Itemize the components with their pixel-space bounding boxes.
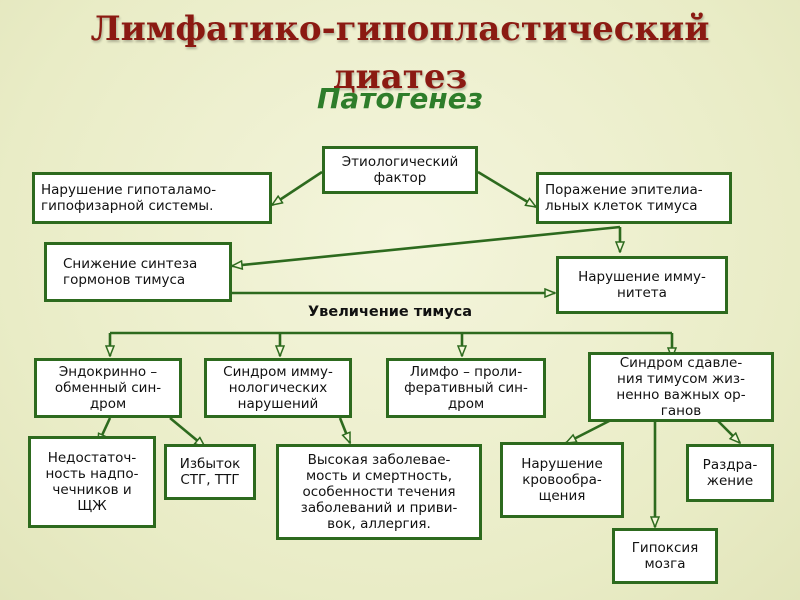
arrow-immunological-to-morbidity	[338, 417, 352, 443]
node-excess: Избыток СТГ, ТТГ	[164, 444, 256, 500]
node-immunity: Нарушение имму- нитета	[556, 256, 728, 314]
title-line-2: диатез	[332, 57, 468, 97]
page-subtitle: Патогенез	[316, 82, 484, 115]
node-epithelial: Поражение эпителиа- льных клеток тимуса	[536, 172, 732, 224]
arrow-compression-to-irritation	[714, 417, 740, 443]
node-morbidity: Высокая заболевае- мость и смертность, о…	[276, 444, 482, 540]
node-immunological: Синдром имму- нологических нарушений	[204, 358, 352, 418]
title-line-1: Лимфатико-гипопластический	[90, 9, 710, 49]
node-endocrine: Эндокринно – обменный син- дром	[34, 358, 182, 418]
label-thymus-enlargement: Увеличение тимуса	[308, 304, 473, 320]
node-hypothalamic: Нарушение гипоталамо- гипофизарной систе…	[32, 172, 272, 224]
node-irritation: Раздра- жение	[686, 444, 774, 502]
arrow-epithelial-to-hormone	[232, 225, 621, 266]
arrow-endocrine-to-excess	[169, 416, 205, 447]
node-circulation: Нарушение кровообра- щения	[500, 442, 624, 518]
arrow-etiology-to-epithelial	[477, 170, 536, 209]
node-compression: Синдром сдавле- ния тимусом жиз- ненно в…	[588, 352, 774, 422]
node-adrenal: Недостаточ- ность надпо- чечников и ЩЖ	[28, 436, 156, 528]
node-lymphoproliferative: Лимфо – проли- феративный син- дром	[386, 358, 546, 418]
node-etiology: Этиологический фактор	[322, 146, 478, 194]
arrow-etiology-to-hypothalamic	[272, 170, 323, 205]
node-hypoxia: Гипоксия мозга	[612, 528, 718, 584]
node-hormone: Снижение синтеза гормонов тимуса	[44, 242, 232, 302]
arrow-compression-to-circulation	[566, 416, 616, 445]
page-title: Лимфатико-гипопластический диатез	[0, 8, 800, 97]
